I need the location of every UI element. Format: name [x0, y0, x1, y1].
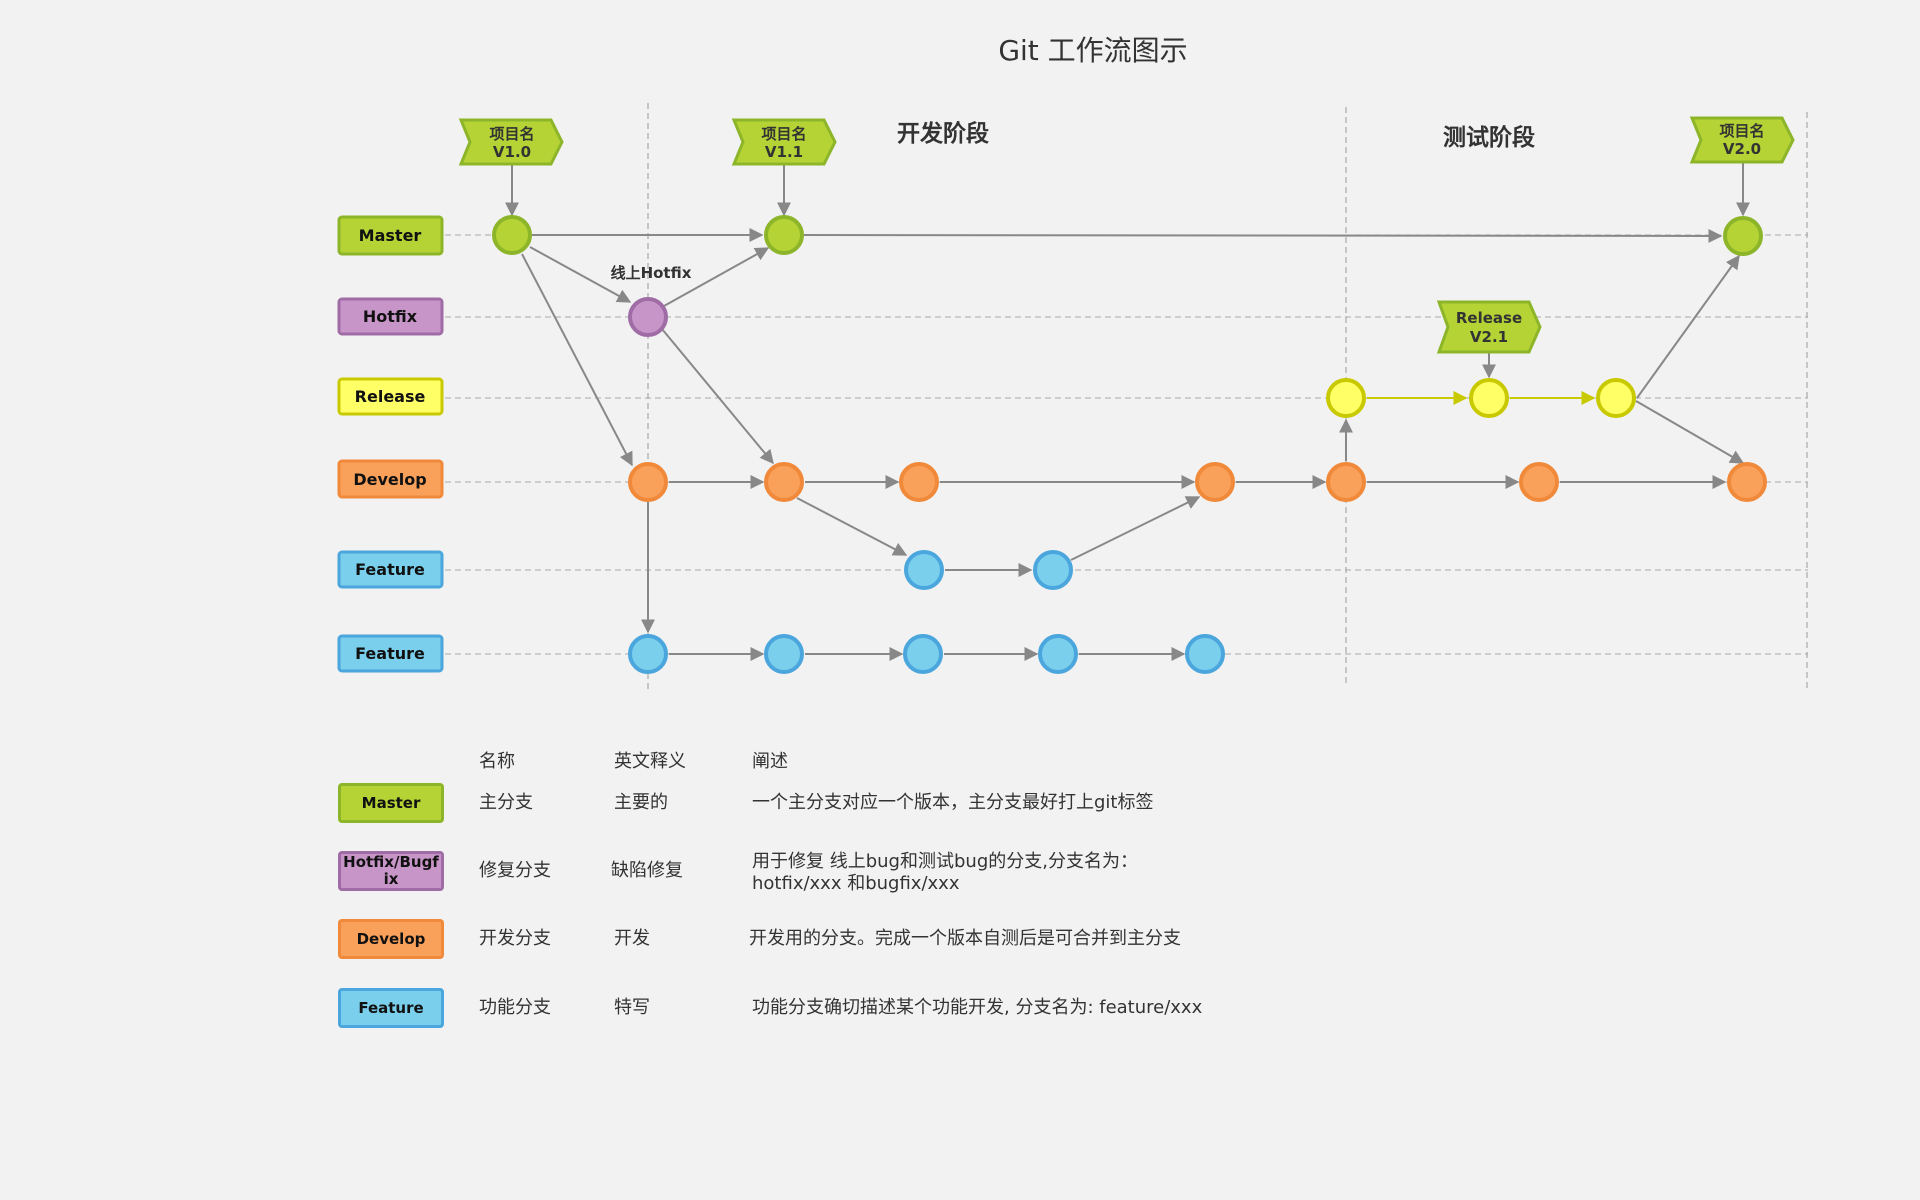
arrow — [803, 228, 1723, 243]
commit-develop — [1326, 462, 1366, 502]
branch-box-feature-1 — [337, 550, 444, 589]
commit-nodes — [492, 215, 1767, 674]
branch-box-hotfix — [337, 297, 444, 336]
arrow — [529, 246, 632, 303]
commit-hotfix — [628, 297, 668, 337]
branch-label-master: Master — [359, 226, 422, 245]
phase-label-dev: 开发阶段 — [897, 120, 989, 147]
commit-feature — [904, 550, 944, 590]
branch-label-feature-1: Feature — [355, 560, 425, 579]
tag-v2-0-line1: 项目名 — [1719, 122, 1764, 140]
tag-release-v2-1-line1: Release — [1456, 309, 1522, 327]
commit-master — [1723, 216, 1763, 256]
commit-develop — [764, 462, 804, 502]
tag-release-v2-1-line2: V2.1 — [1470, 328, 1508, 346]
tag-v1-0-line1: 项目名 — [489, 125, 534, 143]
branch-box-feature-2 — [337, 634, 444, 673]
branch-label-hotfix: Hotfix — [363, 307, 418, 326]
tag-v1-1-line2: V1.1 — [765, 143, 803, 161]
commit-feature — [628, 634, 668, 674]
tag-v2-0-line2: V2.0 — [1723, 140, 1761, 158]
arrow — [663, 247, 770, 307]
diagram-title: Git 工作流图示 — [998, 34, 1187, 67]
commit-feature — [1185, 634, 1225, 674]
commit-develop — [1519, 462, 1559, 502]
commit-feature — [764, 634, 804, 674]
branch-box-master — [337, 215, 444, 256]
branch-box-release — [337, 377, 444, 416]
commit-develop — [1195, 462, 1235, 502]
branch-box-develop — [337, 459, 444, 499]
commit-release — [1469, 378, 1509, 418]
arrow — [1636, 254, 1740, 399]
commit-release — [1596, 378, 1636, 418]
tag-v1-0-line2: V1.0 — [493, 143, 531, 161]
tag-v1-0 — [458, 118, 564, 166]
arrow — [661, 328, 774, 465]
tag-v1-1-line1: 项目名 — [761, 125, 806, 143]
commit-develop — [1727, 462, 1767, 502]
commit-master — [764, 215, 804, 255]
arrow — [1070, 496, 1201, 561]
hotfix-note: 线上Hotfix — [611, 264, 692, 282]
commit-arrows — [505, 162, 1750, 661]
tag-v2-0 — [1689, 116, 1795, 164]
phase-label-test: 测试阶段 — [1443, 124, 1535, 151]
commit-feature — [903, 634, 943, 674]
commit-feature — [1038, 634, 1078, 674]
arrow — [521, 253, 633, 467]
commit-develop — [899, 462, 939, 502]
arrow — [796, 497, 908, 556]
branch-label-develop: Develop — [353, 470, 426, 489]
branch-label-release: Release — [355, 387, 426, 406]
commit-master — [492, 215, 532, 255]
branch-label-feature-2: Feature — [355, 644, 425, 663]
tag-release-v2-1 — [1436, 300, 1542, 354]
commit-release — [1326, 378, 1366, 418]
arrow — [1635, 400, 1745, 464]
commit-feature — [1033, 550, 1073, 590]
commit-develop — [628, 462, 668, 502]
tag-v1-1 — [731, 118, 837, 166]
